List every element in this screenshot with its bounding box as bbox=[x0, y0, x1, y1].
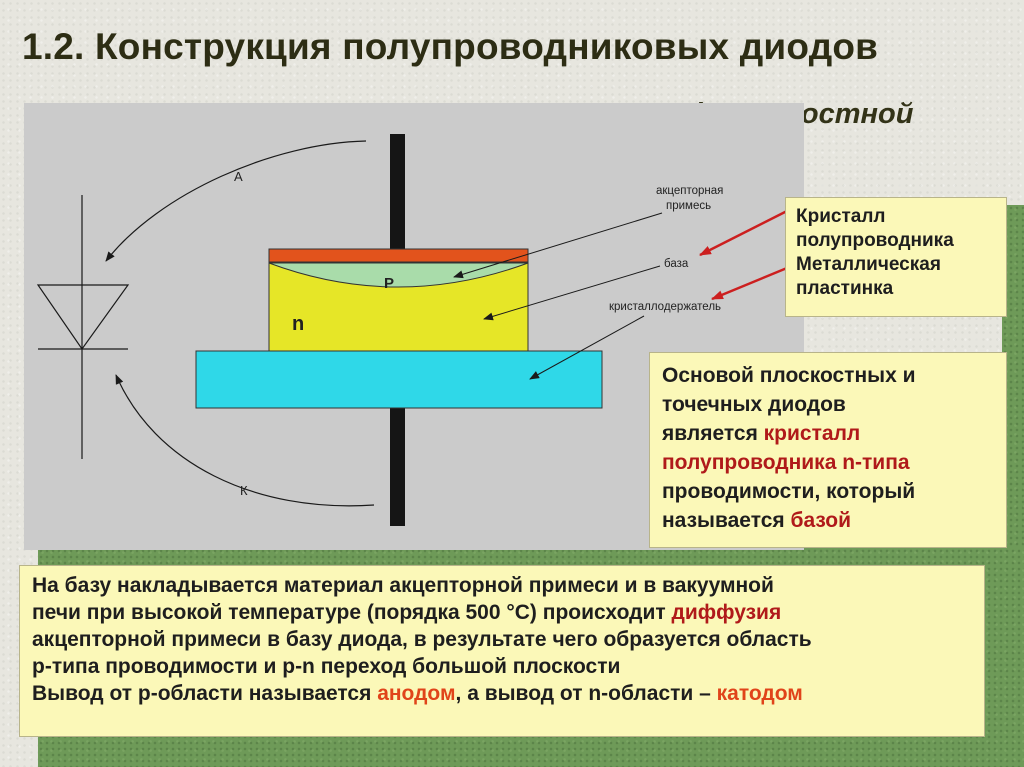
acceptor-leader bbox=[453, 212, 663, 279]
base-info-box: Основой плоскостных и точечных диодов яв… bbox=[649, 352, 1007, 548]
process-line-1: На базу накладывается материал акцепторн… bbox=[32, 574, 774, 597]
process-line-5: Вывод от р-области называется анодом, а … bbox=[32, 680, 972, 707]
base-info-text: является bbox=[662, 422, 764, 445]
cathode-curve-arrow bbox=[115, 374, 375, 507]
process-text: , а вывод от n-области – bbox=[455, 682, 717, 705]
label-anode: А bbox=[234, 169, 243, 184]
diode-symbol bbox=[36, 195, 130, 459]
highlight-n-type: полупроводника n-типа bbox=[662, 451, 910, 474]
callout-acceptor: акцепторная примесь bbox=[656, 185, 727, 212]
process-line-4: р-типа проводимости и p-n переход большо… bbox=[32, 655, 621, 678]
base-info-line-2: точечных диодов bbox=[662, 393, 846, 416]
process-line-3: акцепторной примеси в базу диода, в резу… bbox=[32, 628, 812, 651]
base-info-line-1: Основой плоскостных и bbox=[662, 364, 916, 387]
red-arrow-plate bbox=[711, 266, 788, 301]
red-arrow-crystal bbox=[699, 209, 788, 257]
process-text: Вывод от р-области называется bbox=[32, 682, 378, 705]
highlight-crystal: кристалл bbox=[763, 422, 861, 445]
highlight-cathode: катодом bbox=[716, 682, 803, 705]
callout-acceptor-line-1: акцепторная bbox=[656, 185, 723, 197]
legend-line-4: пластинка bbox=[796, 278, 894, 299]
highlight-base: базой bbox=[790, 509, 852, 532]
holder-leader bbox=[529, 315, 645, 380]
page-title: 1.2. Конструкция полупроводниковых диодо… bbox=[22, 26, 879, 67]
highlight-diffusion: диффузия bbox=[671, 601, 782, 624]
base-info-text: называется bbox=[662, 509, 791, 532]
legend-box: Кристалл полупроводника Металлическая пл… bbox=[785, 197, 1007, 317]
process-line-2: печи при высокой температуре (порядка 50… bbox=[32, 599, 972, 626]
label-n: n bbox=[292, 313, 304, 335]
metal-plate bbox=[268, 248, 529, 263]
legend-line-1: Кристалл bbox=[796, 206, 886, 227]
callout-base: база bbox=[664, 258, 689, 270]
base-info-line-3: является кристалл bbox=[662, 419, 994, 448]
callout-holder: кристаллодержатель bbox=[609, 301, 721, 313]
base-info-line-5: проводимости, который bbox=[662, 480, 916, 503]
callout-acceptor-line-2: примесь bbox=[666, 200, 711, 212]
legend-line-2: полупроводника bbox=[796, 230, 954, 251]
legend-line-3: Металлическая bbox=[796, 254, 941, 275]
process-description-box: На базу накладывается материал акцепторн… bbox=[19, 565, 985, 737]
anode-curve-arrow bbox=[105, 140, 367, 262]
highlight-anode: анодом bbox=[377, 682, 456, 705]
base-leader bbox=[483, 265, 661, 321]
diode-diagram: P n А К акцепторная примесь база кристал… bbox=[36, 134, 788, 526]
label-p: P bbox=[384, 275, 394, 292]
process-text: печи при высокой температуре (порядка 50… bbox=[32, 601, 672, 624]
crystal-holder bbox=[195, 350, 603, 409]
p-region bbox=[268, 262, 529, 288]
base-info-line-6: называется базой bbox=[662, 506, 994, 535]
label-cathode: К bbox=[240, 483, 248, 498]
